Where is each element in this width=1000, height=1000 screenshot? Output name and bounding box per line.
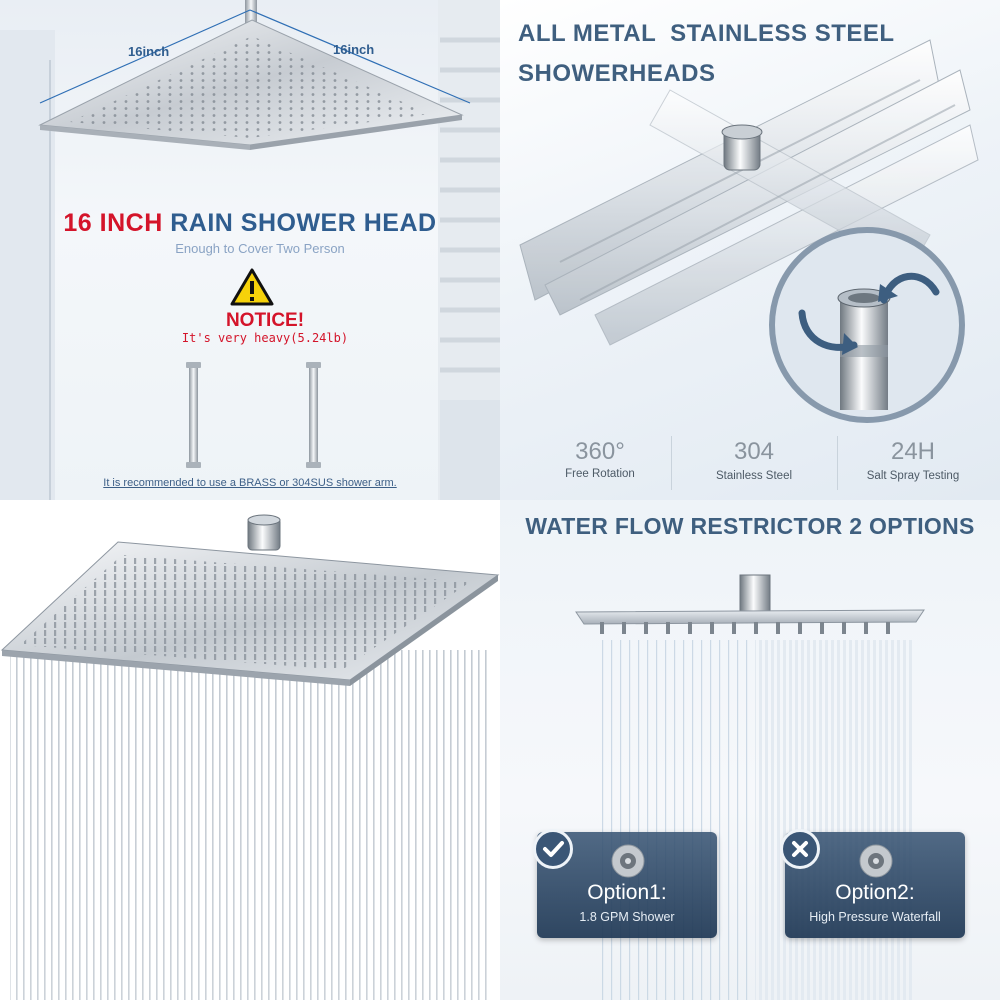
- waterfall-showerhead-illustration: [575, 574, 925, 1000]
- rainfall-showerhead-illustration: [0, 514, 500, 1000]
- panel-rainfall-showerhead: [0, 500, 500, 1000]
- warning-triangle-icon: [230, 268, 274, 306]
- restrictor-disc-icon: [859, 844, 893, 878]
- dimension-label-left: 16inch: [128, 44, 170, 59]
- restrictor-disc-icon: [611, 844, 645, 878]
- stat-label-material: Stainless Steel: [715, 470, 793, 482]
- stat-label-testing: Salt Spray Testing: [866, 470, 960, 482]
- cross-icon: [780, 829, 820, 869]
- stat-divider: [837, 436, 838, 490]
- panel4-title: WATER FLOW RESTRICTOR 2 OPTIONS: [525, 513, 975, 539]
- rotate-arrow-icon-lower: [798, 309, 858, 355]
- weight-warning: It's very heavy(5.24lb): [181, 331, 349, 345]
- panel1-title: 16 INCH RAIN SHOWER HEAD: [0, 209, 500, 238]
- option2-desc: High Pressure Waterfall: [809, 910, 941, 924]
- title-line-2: SHOWERHEADS: [518, 60, 716, 87]
- shower-arm-recommendation: It is recommended to use a BRASS or 304S…: [103, 477, 397, 489]
- dimension-label-right: 16inch: [333, 42, 375, 57]
- option1-desc: 1.8 GPM Shower: [579, 910, 675, 924]
- stat-label-rotation: Free Rotation: [565, 468, 635, 480]
- stat-value-rotation: 360°: [575, 438, 625, 465]
- stat-divider: [671, 436, 672, 490]
- rotate-arrow-icon: [878, 272, 940, 304]
- option2-name: Option2:: [835, 881, 915, 904]
- stat-value-material: 304: [733, 438, 775, 465]
- panel-stainless-steel-features: ALL METAL STAINLESS STEEL SHOWERHEADS 36…: [500, 0, 1000, 500]
- stat-value-testing: 24H: [890, 438, 936, 465]
- panel-16-inch-rain-shower-head: 16inch 16inch 16 INCH RAIN SHOWER HEAD E…: [0, 0, 500, 500]
- bathroom-scene-illustration: [0, 0, 500, 500]
- rotating-showerhead-illustration: [519, 39, 979, 423]
- notice-heading: NOTICE!: [225, 310, 305, 331]
- check-icon: [533, 829, 573, 869]
- panel1-subtitle: Enough to Cover Two Person: [175, 241, 345, 256]
- title-line-1: ALL METAL STAINLESS STEEL: [518, 20, 895, 47]
- title-size: 16 INCH: [63, 209, 163, 237]
- option1-name: Option1:: [587, 881, 667, 904]
- panel2-title: ALL METAL STAINLESS STEEL SHOWERHEADS: [518, 14, 895, 94]
- title-product: RAIN SHOWER HEAD: [170, 209, 437, 237]
